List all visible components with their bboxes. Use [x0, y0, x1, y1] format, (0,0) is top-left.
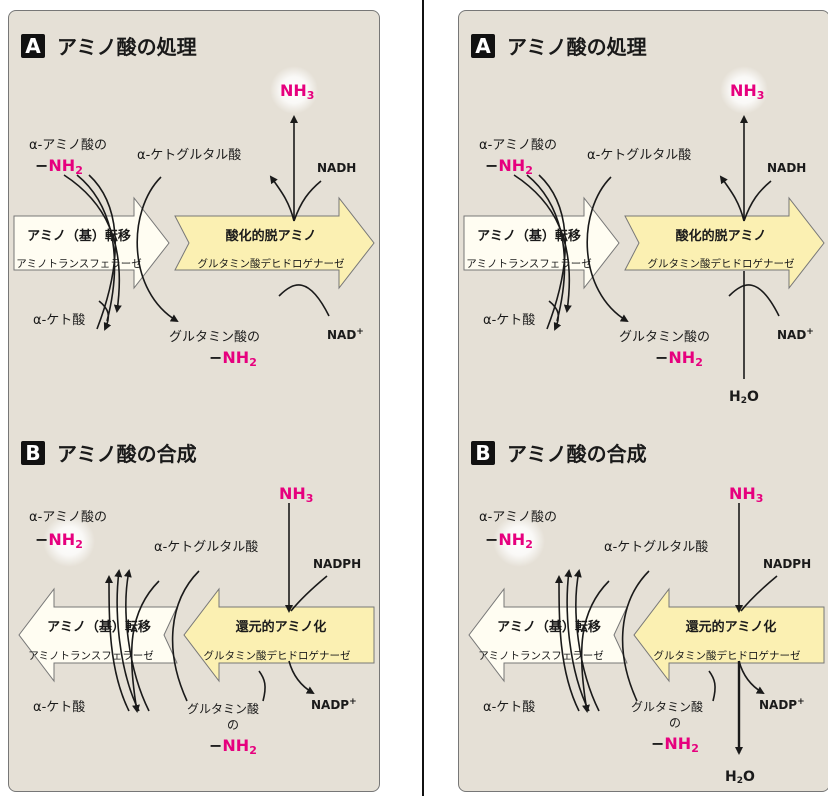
section-a-title: アミノ酸の処理 [507, 35, 647, 59]
panel-divider [422, 0, 424, 796]
right-panel: A アミノ酸の処理 NH3 α-アミノ酸の −NH2 α-ケトグルタル酸 NAD… [458, 10, 828, 792]
section-a: A アミノ酸の処理 NH3 α-アミノ酸の −NH2 α-ケトグルタル酸 NAD… [13, 34, 375, 369]
transaminase-label: アミノトランスフェラーゼ [28, 650, 154, 662]
transaminase-label: アミノトランスフェラーゼ [478, 650, 604, 662]
alpha-amino-acid-label: α-アミノ酸の [479, 138, 557, 153]
section-b-letter: B [475, 441, 490, 465]
left-panel: A アミノ酸の処理 NH3 α-アミノ酸の −NH2 α-ケトグルタル酸 NAD… [8, 10, 380, 792]
reductive-amination-arrow [183, 587, 375, 683]
keto-acid-label: α-ケト酸 [33, 700, 85, 715]
amino-group-glow [493, 515, 545, 567]
nadp-label: NADP+ [311, 697, 357, 712]
transaminase-label: アミノトランスフェラーゼ [16, 258, 142, 270]
water-label: H2O [725, 769, 755, 786]
right-diagram: A アミノ酸の処理 NH3 α-アミノ酸の −NH2 α-ケトグルタル酸 NAD… [463, 34, 825, 786]
amino-group-label: −NH2 [485, 530, 533, 551]
glutamate-amino-group: −NH2 [651, 734, 699, 755]
section-b-title: アミノ酸の合成 [507, 442, 647, 466]
nh3-label: NH3 [279, 484, 313, 505]
nad-label: NAD+ [777, 327, 814, 342]
transamination-label: アミノ（基）転移 [477, 228, 581, 244]
nadh-label: NADH [317, 161, 356, 175]
glutamate-amino-group: −NH2 [209, 736, 257, 757]
nh3-glow [270, 66, 318, 114]
glutamate-particle: の [227, 718, 239, 732]
section-b-title: アミノ酸の合成 [57, 442, 197, 466]
nh3-label: NH3 [730, 81, 764, 102]
dehydrogenase-label: グルタミン酸デヒドロゲナーゼ [654, 649, 801, 662]
nadph-label: NADPH [313, 557, 361, 571]
nadph-label: NADPH [763, 557, 811, 571]
nh3-label: NH3 [729, 484, 763, 505]
oxidative-deamination-arrow [174, 196, 375, 290]
nadp-label: NADP+ [759, 697, 805, 712]
nh3-label: NH3 [280, 81, 314, 102]
amino-group-label: −NH2 [35, 156, 83, 177]
glutamate-label: グルタミン酸の [169, 330, 260, 345]
water-label: H2O [729, 389, 759, 406]
transamination-label: アミノ（基）転移 [497, 619, 601, 635]
reductive-amination-label: 還元的アミノ化 [686, 619, 777, 635]
reductive-amination-arrow [633, 587, 825, 683]
nad-label: NAD+ [327, 327, 364, 342]
section-a-title: アミノ酸の処理 [57, 35, 197, 59]
section-a-letter: A [25, 34, 41, 58]
transamination-label: アミノ（基）転移 [27, 228, 131, 244]
section-a: A アミノ酸の処理 NH3 α-アミノ酸の −NH2 α-ケトグルタル酸 NAD… [463, 34, 825, 406]
dehydrogenase-curves [269, 115, 330, 317]
transamination-arrow [463, 196, 620, 290]
section-a-letter: A [475, 34, 491, 58]
transaminase-label: アミノトランスフェラーゼ [466, 258, 592, 270]
keto-acid-label: α-ケト酸 [33, 313, 85, 328]
ketoglutarate-label: α-ケトグルタル酸 [154, 540, 258, 555]
ketoglutarate-label: α-ケトグルタル酸 [137, 148, 241, 163]
amino-group-label: −NH2 [35, 530, 83, 551]
section-b-letter: B [25, 441, 40, 465]
dehydrogenase-label: グルタミン酸デヒドロゲナーゼ [198, 257, 345, 270]
nh3-glow [720, 66, 768, 114]
reductive-amination-label: 還元的アミノ化 [236, 619, 327, 635]
transamination-arrow [18, 587, 178, 683]
dehydrogenase-label: グルタミン酸デヒドロゲナーゼ [648, 257, 795, 270]
amino-group-glow [43, 515, 95, 567]
section-a-badge [471, 34, 495, 58]
dehydrogenase-label: グルタミン酸デヒドロゲナーゼ [204, 649, 351, 662]
synthesis-curves [555, 503, 778, 755]
section-b: B アミノ酸の合成 NH3 α-アミノ酸の −NH2 α-ケトグルタル酸 NAD… [468, 441, 825, 786]
glutamate-particle: の [669, 716, 681, 730]
oxidative-deamination-arrow [624, 196, 825, 290]
section-b-badge [471, 441, 495, 465]
keto-acid-label: α-ケト酸 [483, 313, 535, 328]
oxidative-deamination-label: 酸化的脱アミノ [676, 228, 767, 244]
nadh-label: NADH [767, 161, 806, 175]
synthesis-curves [105, 503, 328, 713]
transamination-label: アミノ（基）転移 [47, 619, 151, 635]
glutamate-amino-group: −NH2 [655, 348, 703, 369]
keto-acid-label: α-ケト酸 [483, 700, 535, 715]
alpha-amino-acid-label: α-アミノ酸の [29, 138, 107, 153]
glutamate-label: グルタミン酸の [619, 330, 710, 345]
amino-group-label: −NH2 [485, 156, 533, 177]
transamination-arrow [13, 196, 170, 290]
section-b-badge [21, 441, 45, 465]
glutamate-amino-group: −NH2 [209, 348, 257, 369]
oxidative-deamination-label: 酸化的脱アミノ [226, 228, 317, 244]
alpha-amino-acid-label: α-アミノ酸の [479, 510, 557, 525]
ketoglutarate-label: α-ケトグルタル酸 [604, 540, 708, 555]
alpha-amino-acid-label: α-アミノ酸の [29, 510, 107, 525]
dehydrogenase-curves [719, 115, 780, 379]
transamination-curves [513, 174, 629, 331]
glutamate-label: グルタミン酸 [187, 701, 259, 716]
transamination-arrow [468, 587, 628, 683]
left-diagram: A アミノ酸の処理 NH3 α-アミノ酸の −NH2 α-ケトグルタル酸 NAD… [13, 34, 375, 757]
section-a-badge [21, 34, 45, 58]
transamination-curves [63, 174, 179, 331]
glutamate-label: グルタミン酸 [631, 699, 703, 714]
section-b: B アミノ酸の合成 NH3 α-アミノ酸の −NH2 α-ケトグルタル酸 NAD… [18, 441, 375, 757]
ketoglutarate-label: α-ケトグルタル酸 [587, 148, 691, 163]
